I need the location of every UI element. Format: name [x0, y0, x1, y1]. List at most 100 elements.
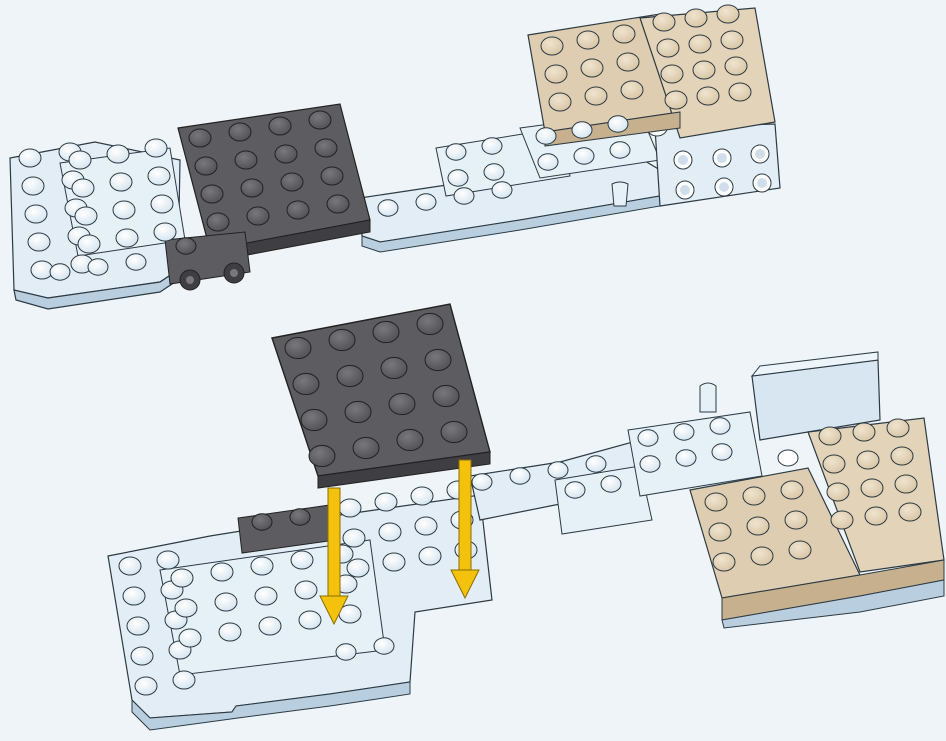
stud [676, 450, 696, 466]
stud [705, 493, 727, 511]
stud [275, 145, 297, 163]
stud [157, 551, 179, 569]
stud [131, 647, 153, 665]
stud [211, 563, 233, 581]
stud [287, 201, 309, 219]
stud [195, 157, 217, 175]
new-part-dark-gray-4x4-plate [272, 304, 490, 488]
stud [743, 487, 765, 505]
stud [309, 445, 335, 466]
stud [674, 424, 694, 440]
stud [110, 173, 132, 191]
stud [685, 9, 707, 27]
stud [747, 517, 769, 535]
stud [285, 337, 311, 358]
stud [549, 93, 571, 111]
stud [219, 623, 241, 641]
stud [353, 437, 379, 458]
stud [585, 87, 607, 105]
stud [378, 200, 398, 216]
stud [857, 451, 879, 469]
stud [608, 116, 628, 132]
stud [171, 569, 193, 587]
stud [336, 644, 356, 660]
stud [337, 365, 363, 386]
stud [441, 421, 467, 442]
stud [415, 517, 437, 535]
stud [375, 493, 397, 511]
stud [425, 349, 451, 370]
stud [397, 429, 423, 450]
stud [78, 235, 100, 253]
stud [661, 65, 683, 83]
stud [823, 455, 845, 473]
lower-assembly [108, 352, 944, 730]
stud [574, 148, 594, 164]
stud [640, 456, 660, 472]
stud [176, 238, 196, 254]
stud [229, 123, 251, 141]
stud [116, 229, 138, 247]
stud [389, 393, 415, 414]
stud [411, 487, 433, 505]
stud [548, 462, 568, 478]
stud [381, 357, 407, 378]
stud [601, 476, 621, 492]
stud [581, 59, 603, 77]
stud [201, 185, 223, 203]
stud [789, 541, 811, 559]
stud [215, 593, 237, 611]
stud [127, 617, 149, 635]
stud [865, 507, 887, 525]
stud [417, 313, 443, 334]
stud [22, 177, 44, 195]
stud [657, 39, 679, 57]
stud [379, 523, 401, 541]
stud [88, 259, 108, 275]
stud [472, 474, 492, 490]
stud [113, 201, 135, 219]
stud [148, 167, 170, 185]
stud [621, 81, 643, 99]
stud [693, 61, 715, 79]
stud [269, 117, 291, 135]
stud [255, 587, 277, 605]
stud [327, 195, 349, 213]
stud [374, 638, 394, 654]
stud [290, 509, 310, 525]
stud [899, 503, 921, 521]
stud [343, 529, 365, 547]
stud [173, 671, 195, 689]
stud [175, 599, 197, 617]
stud [383, 553, 405, 571]
stud [293, 373, 319, 394]
stud [126, 254, 146, 270]
stud [119, 557, 141, 575]
stud [689, 35, 711, 53]
stud [145, 139, 167, 157]
stud [25, 205, 47, 223]
stud [638, 430, 658, 446]
stud [586, 456, 606, 472]
stud [347, 559, 369, 577]
stud [610, 142, 630, 158]
stud [295, 581, 317, 599]
stud [617, 53, 639, 71]
stud [827, 483, 849, 501]
stud [419, 547, 441, 565]
stud [252, 514, 272, 530]
stud [241, 179, 263, 197]
stud [50, 264, 70, 280]
stud [665, 91, 687, 109]
stud [107, 145, 129, 163]
stud [416, 194, 436, 210]
stud [123, 587, 145, 605]
stud [433, 385, 459, 406]
stud [785, 511, 807, 529]
stud [454, 188, 474, 204]
upper-assembly [10, 5, 780, 309]
stud [721, 31, 743, 49]
stud [309, 111, 331, 129]
stud [895, 475, 917, 493]
